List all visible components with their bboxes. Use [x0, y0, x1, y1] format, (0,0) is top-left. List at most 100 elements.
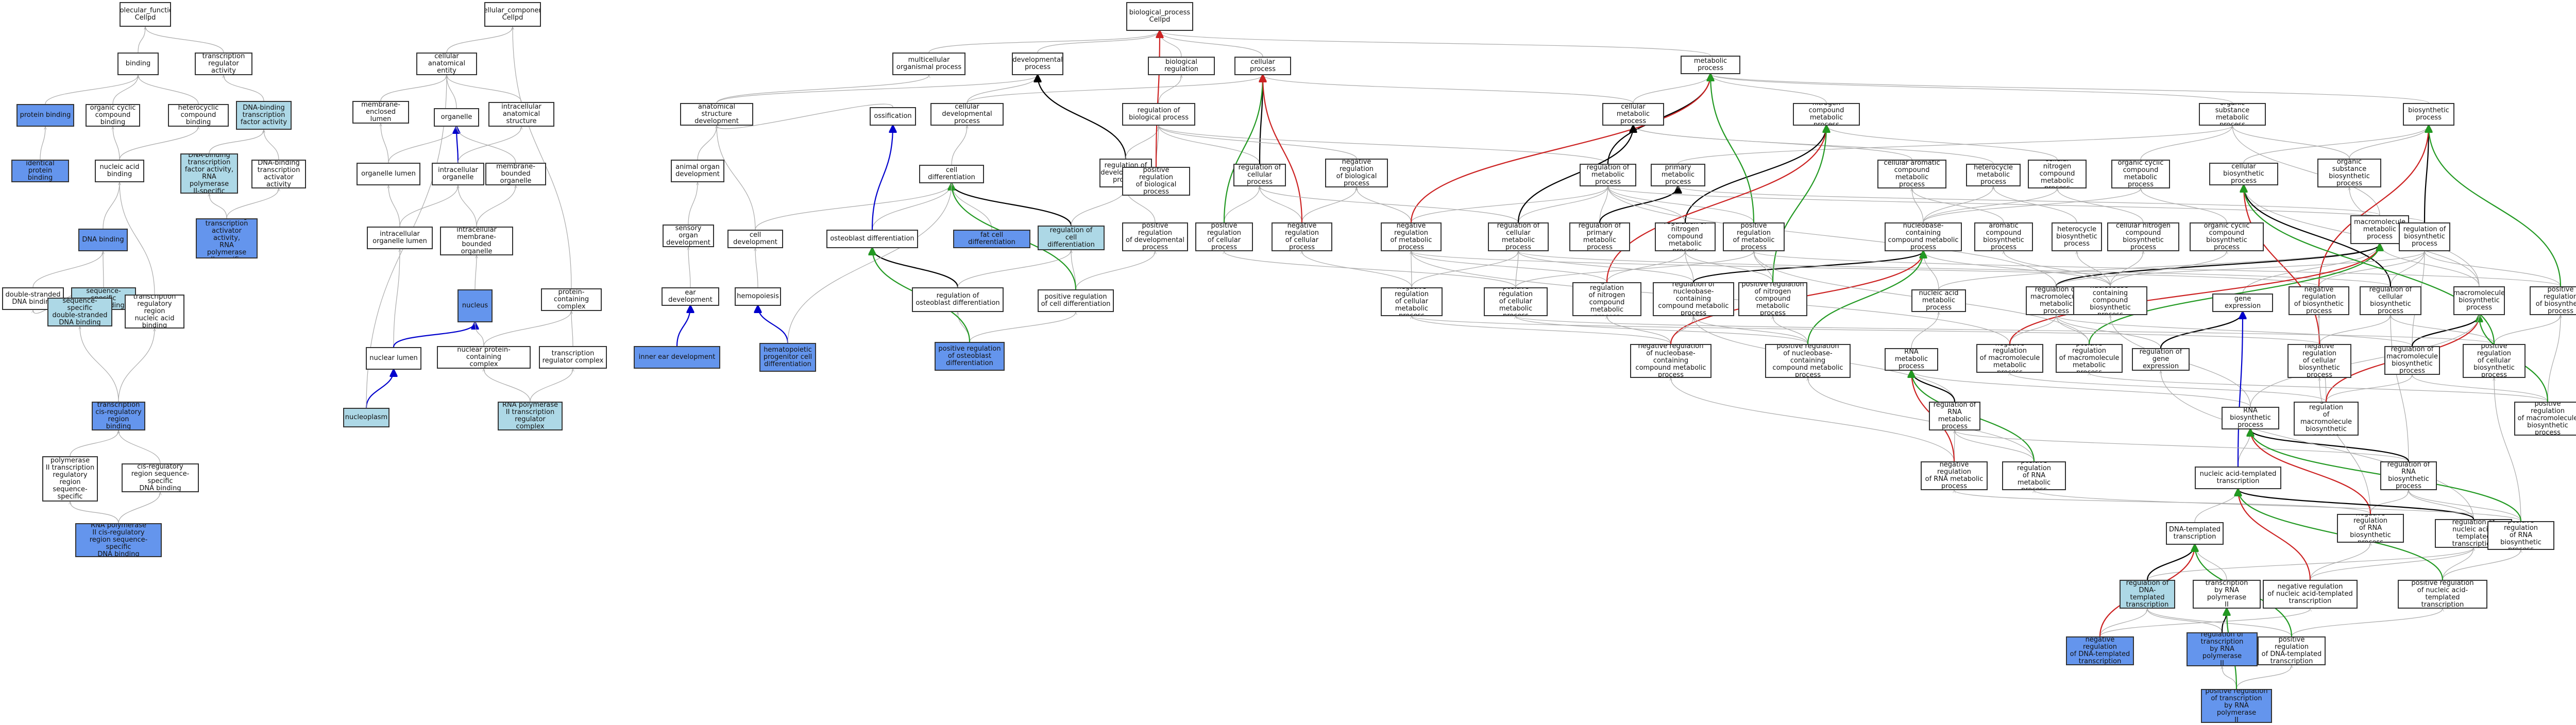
go-term-regrnabiosyn[interactable]: regulation of RNA biosynthetic process — [2380, 461, 2437, 490]
go-term-geneexp[interactable]: gene expression — [2212, 294, 2273, 312]
go-term-bioreg[interactable]: biological regulation — [1148, 57, 1215, 75]
go-term-nab[interactable]: nucleic acid binding — [95, 160, 144, 182]
go-term-celldiff[interactable]: cell differentiation — [919, 165, 984, 183]
go-term-posregbp[interactable]: positive regulation of biological proces… — [1122, 167, 1190, 196]
go-term-binding[interactable]: binding — [117, 53, 159, 75]
go-term-posregncmp[interactable]: positive regulation of nitrogen compound… — [1738, 282, 1807, 316]
go-term-occb[interactable]: organic cyclic compound binding — [86, 104, 140, 127]
go-term-ssdsdnab[interactable]: sequence-specific double-stranded DNA bi… — [47, 298, 112, 326]
go-term-negregrnamp[interactable]: negative regulation of RNA metabolic pro… — [1921, 461, 1988, 490]
go-term-innerear[interactable]: inner ear development — [634, 346, 720, 369]
go-term-intraas[interactable]: intracellular anatomical structure — [488, 102, 554, 127]
go-term-npcc[interactable]: nuclear protein-containing complex — [437, 346, 531, 369]
go-term-regcellbiosyn[interactable]: regulation of cellular biosynthetic proc… — [2360, 286, 2421, 315]
go-term-negregbp[interactable]: negative regulation of biological proces… — [1325, 159, 1388, 187]
go-term-mf[interactable]: molecular_function Cellpd — [120, 2, 171, 27]
go-term-celldev[interactable]: cell development — [727, 230, 783, 248]
go-term-biosyn[interactable]: biosynthetic process — [2403, 103, 2454, 126]
go-term-negregnatt[interactable]: negative regulation of nucleic acid-temp… — [2263, 580, 2358, 609]
go-term-rnap2trc[interactable]: RNA polymerase II transcription regulato… — [498, 402, 563, 430]
go-term-negregcellmet[interactable]: negative regulation of cellular metaboli… — [1381, 287, 1443, 316]
go-term-posregcellbiosyn[interactable]: positive regulation of cellular biosynth… — [2463, 344, 2526, 378]
go-term-dbtfa[interactable]: DNA-binding transcription factor activit… — [236, 101, 292, 130]
go-term-regmet[interactable]: regulation of metabolic process — [1580, 164, 1636, 186]
go-term-intraorglumen[interactable]: intracellular organelle lumen — [367, 227, 433, 249]
go-term-tcrrb[interactable]: transcription cis-regulatory region bind… — [92, 402, 145, 430]
go-term-imbo[interactable]: intracellular membrane-bounded organelle — [440, 227, 513, 255]
go-term-mel[interactable]: membrane-enclosed lumen — [352, 101, 409, 124]
go-term-negregncmp[interactable]: negative regulation of nitrogen compound… — [1572, 282, 1641, 316]
go-term-posregdnatt[interactable]: positive regulation of DNA-templated tra… — [2258, 636, 2326, 665]
go-term-devproc[interactable]: developmental process — [1012, 53, 1063, 75]
go-term-dbtfarnap[interactable]: DNA-binding transcription factor activit… — [180, 153, 238, 194]
go-term-posregbiosyn[interactable]: positive regulation of biosynthetic proc… — [2530, 286, 2576, 315]
go-term-fatdiff[interactable]: fat cell differentiation — [953, 230, 1030, 248]
go-term-rnamp[interactable]: RNA metabolic process — [1885, 348, 1938, 371]
go-term-posregmet[interactable]: positive regulation of metabolic process — [1723, 222, 1785, 251]
go-term-osbp[interactable]: organic substance biosynthetic process — [2317, 159, 2381, 187]
go-term-idpb[interactable]: identical protein binding — [11, 160, 69, 182]
go-term-cae[interactable]: cellular anatomical entity — [416, 53, 477, 75]
go-term-crrssdb[interactable]: cis-regulatory region sequence-specific … — [122, 463, 199, 492]
go-term-regcp[interactable]: regulation of cellular process — [1233, 164, 1286, 186]
go-term-posregcelldiff[interactable]: positive regulation of cell differentiat… — [1038, 289, 1114, 312]
go-term-hcbp[interactable]: heterocycle biosynthetic process — [2052, 222, 2102, 251]
go-term-dbtaa[interactable]: DNA-binding transcription activator acti… — [251, 160, 306, 188]
go-term-cellmet[interactable]: cellular metabolic process — [1602, 103, 1664, 126]
go-term-sod[interactable]: sensory organ development — [663, 225, 714, 247]
go-term-cncmp[interactable]: cellular nitrogen compound metabolic pro… — [2028, 160, 2087, 188]
go-term-cncbp[interactable]: cellular nitrogen compound biosynthetic … — [2107, 222, 2179, 251]
go-term-regmmbp[interactable]: regulation of macromolecule biosynthetic… — [2384, 346, 2440, 375]
go-term-acbp[interactable]: aromatic compound biosynthetic process — [1974, 222, 2033, 251]
go-term-occmp[interactable]: organic cyclic compound metabolic proces… — [2111, 160, 2170, 188]
go-term-nbcbp[interactable]: nucleobase-containing compound biosynthe… — [2073, 286, 2147, 315]
go-term-osteodiff[interactable]: osteoblast differentiation — [826, 230, 918, 248]
go-term-posregnbcmp[interactable]: positive regulation of nucleobase-contai… — [1765, 344, 1851, 378]
go-term-organelle[interactable]: organelle — [434, 108, 479, 127]
go-term-regdnatt[interactable]: regulation of DNA-templated transcriptio… — [2120, 580, 2175, 609]
go-term-negregcp[interactable]: negative regulation of cellular process — [1272, 222, 1332, 251]
go-term-ossif[interactable]: ossification — [870, 107, 916, 126]
go-term-negregrnabiosyn[interactable]: negative regulation of RNA biosynthetic … — [2337, 514, 2404, 543]
go-term-trcomplex[interactable]: transcription regulator complex — [539, 346, 607, 369]
go-term-namp[interactable]: nucleic acid metabolic process — [1911, 289, 1966, 312]
go-term-mop[interactable]: multicellular organismal process — [892, 53, 965, 75]
go-term-dnatt[interactable]: DNA-templated transcription — [2166, 522, 2224, 545]
go-term-posregrnamp[interactable]: positive regulation of RNA metabolic pro… — [2002, 461, 2066, 490]
go-term-hemopoiesis[interactable]: hemopoiesis — [735, 287, 781, 306]
go-term-regbiosyn[interactable]: regulation of biosynthetic process — [2399, 222, 2450, 251]
go-term-orglumen[interactable]: organelle lumen — [357, 163, 420, 185]
go-term-intraorg[interactable]: intracellular organelle — [432, 163, 484, 185]
go-term-asd[interactable]: anatomical structure development — [680, 103, 753, 126]
go-term-cellproc[interactable]: cellular process — [1234, 57, 1291, 75]
go-term-pcc[interactable]: protein-containing complex — [541, 288, 602, 311]
go-term-reggeneexp[interactable]: regulation of gene expression — [2132, 348, 2190, 371]
go-term-hccb[interactable]: heterocyclic compound binding — [168, 104, 229, 127]
go-term-cellbiosyn[interactable]: cellular biosynthetic process — [2209, 163, 2278, 185]
go-term-regncmp[interactable]: regulation of nitrogen compound metaboli… — [1655, 222, 1716, 251]
go-term-trra[interactable]: transcription regulator activity — [195, 53, 252, 75]
go-term-regosteo[interactable]: regulation of osteoblast differentiation — [912, 287, 1004, 312]
go-term-negregmmbp[interactable]: negative regulation of macromolecule bio… — [2294, 402, 2359, 436]
go-term-rnap2crr[interactable]: RNA polymerase II cis-regulatory region … — [75, 523, 162, 557]
go-term-posregosteo[interactable]: positive regulation of osteoblast differ… — [935, 342, 1005, 371]
go-term-regrnamp[interactable]: regulation of RNA metabolic process — [1929, 402, 1980, 430]
go-term-negregmet[interactable]: negative regulation of metabolic process — [1381, 222, 1442, 251]
go-term-dnab[interactable]: DNA binding — [78, 229, 128, 251]
go-term-dbtaarnap[interactable]: DNA-binding transcription activator acti… — [196, 218, 258, 258]
go-term-bp[interactable]: biological_process Cellpd — [1126, 2, 1193, 31]
go-term-regcellmet[interactable]: regulation of cellular metabolic process — [1488, 222, 1549, 251]
go-term-nucleus[interactable]: nucleus — [457, 289, 493, 322]
go-term-eardev[interactable]: ear development — [662, 287, 719, 306]
go-term-hcmp[interactable]: heterocycle metabolic process — [1966, 164, 2021, 186]
go-term-posregcp[interactable]: positive regulation of cellular process — [1195, 222, 1253, 251]
go-term-regprimmet[interactable]: regulation of primary metabolic process — [1569, 222, 1630, 251]
go-term-regcelldiff[interactable]: regulation of cell differentiation — [1038, 226, 1105, 250]
go-term-camp[interactable]: cellular aromatic compound metabolic pro… — [1877, 160, 1946, 188]
go-term-nbcmp[interactable]: nucleobase-containing compound metabolic… — [1885, 222, 1962, 251]
go-term-rnap2trr[interactable]: RNA polymerase II transcription regulato… — [42, 456, 98, 502]
go-term-osmp[interactable]: organic substance metabolic process — [2199, 103, 2266, 126]
go-term-metproc[interactable]: metabolic process — [1681, 56, 1740, 74]
go-term-ncmp[interactable]: nitrogen compound metabolic process — [1793, 103, 1860, 126]
go-term-negregbiosyn[interactable]: negative regulation of biosynthetic proc… — [2289, 286, 2349, 315]
